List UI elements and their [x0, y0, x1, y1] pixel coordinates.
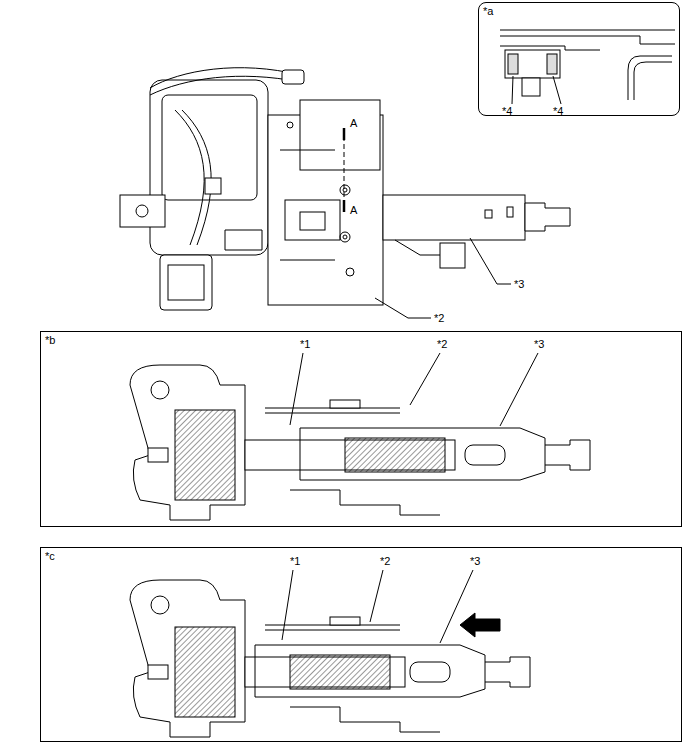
callout-number: *2 [380, 555, 390, 567]
column-section-collapsed [130, 570, 530, 737]
panel-heading: *c [45, 550, 55, 562]
panel-box: *c [40, 547, 682, 742]
panel-heading: *a [483, 5, 493, 17]
callout-number: *3 [534, 338, 544, 350]
section-mark: A [350, 117, 357, 129]
callout-number: *4 [502, 105, 512, 117]
section-mark: A [350, 204, 357, 216]
section-detail [500, 30, 675, 104]
panel-box: *b [40, 331, 682, 527]
callout-number: *1 [290, 555, 300, 567]
callout-number: *4 [553, 105, 563, 117]
callout-number: *3 [470, 555, 480, 567]
callout-number: *2 [437, 338, 447, 350]
callout-number: *1 [300, 338, 310, 350]
callout-number: *2 [434, 312, 444, 324]
callout-number: *3 [514, 278, 524, 290]
panel-box: *a [478, 2, 680, 116]
column-top-view [120, 68, 570, 318]
column-section-extended [130, 353, 590, 520]
panel-heading: *b [45, 334, 55, 346]
